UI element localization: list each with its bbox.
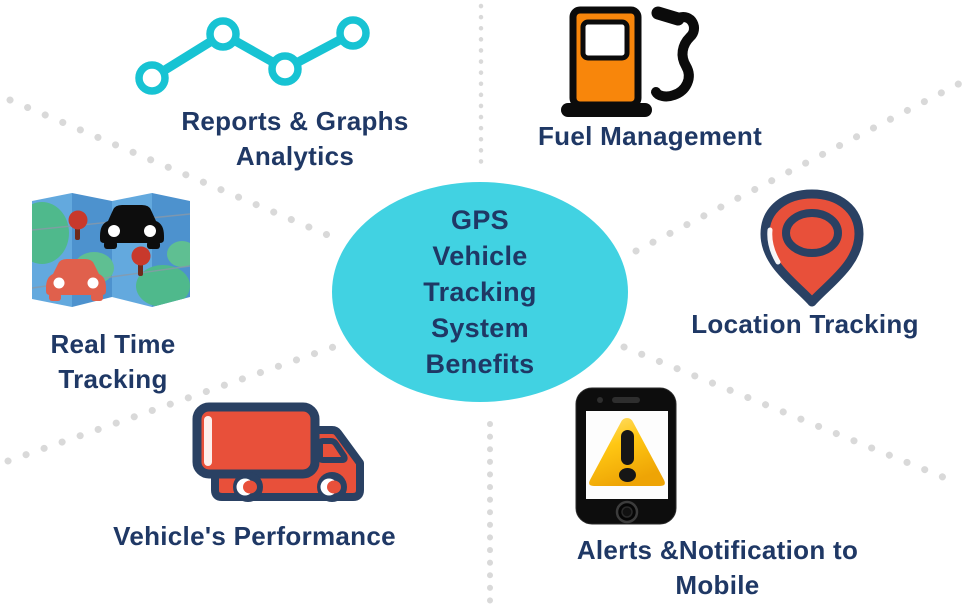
central-circle-line: Vehicle: [432, 241, 528, 271]
label-line: Vehicle's Performance: [113, 521, 396, 551]
label-line: Analytics: [235, 141, 355, 171]
central-circle-line: Benefits: [425, 349, 535, 379]
label-line: Mobile: [675, 570, 760, 600]
benefit-label-vehicles-performance: Vehicle's Performance: [62, 519, 447, 554]
truck-wheel-icon: [233, 472, 347, 502]
benefit-label-fuel-management: Fuel Management: [480, 119, 820, 154]
label-line: Reports & Graphs: [181, 106, 409, 136]
central-circle-line: GPS: [451, 205, 509, 235]
benefit-label-location-tracking: Location Tracking: [645, 307, 965, 342]
mobile-alert-icon: [575, 387, 677, 525]
map-vehicles-icon: [32, 193, 190, 307]
label-line: Alerts &Notification to: [576, 535, 859, 565]
benefit-label-real-time-tracking: Real Time Tracking: [18, 327, 208, 397]
benefit-label-alerts-notification: Alerts &Notification to Mobile: [530, 533, 905, 603]
central-circle: GPS Vehicle Tracking System Benefits: [332, 182, 628, 402]
location-pin-icon: [760, 189, 864, 307]
delivery-truck-icon: [192, 402, 364, 502]
central-circle-line: Tracking: [423, 277, 537, 307]
label-line: Tracking: [58, 364, 168, 394]
label-line: Location Tracking: [691, 309, 919, 339]
map-pin-icon: [68, 210, 151, 276]
line-chart-icon: [135, 16, 370, 95]
black-car-icon: [100, 205, 164, 249]
benefit-label-reports-graphs: Reports & Graphs Analytics: [115, 104, 475, 174]
label-line: Real Time: [50, 329, 176, 359]
label-line: Fuel Management: [537, 121, 763, 151]
central-circle-line: System: [431, 313, 529, 343]
red-car-icon: [46, 259, 106, 301]
fuel-pump-icon: [561, 6, 699, 117]
